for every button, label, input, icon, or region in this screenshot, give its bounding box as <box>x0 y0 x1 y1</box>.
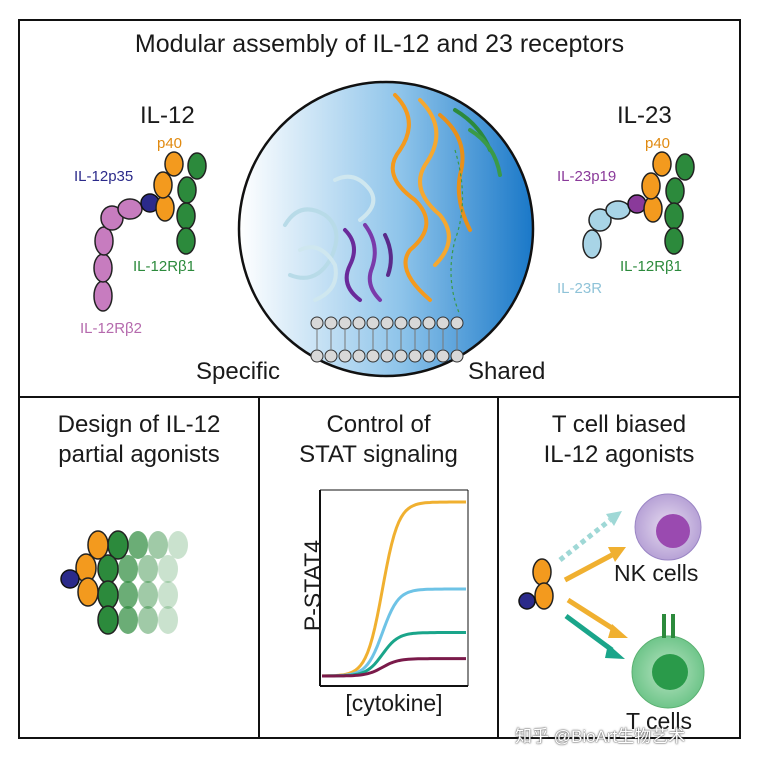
panel2-title: Control of STAT signaling <box>260 410 497 470</box>
il12-p40-label: p40 <box>157 135 183 152</box>
il12-rb1-label: IL-12Rβ1 <box>133 258 195 275</box>
il23r-label: IL-23R <box>557 280 603 297</box>
horizontal-divider <box>18 396 741 398</box>
vertical-divider-1 <box>258 397 260 739</box>
panel2-title-line2: STAT signaling <box>299 441 458 468</box>
partial-agonist-schematic <box>60 530 188 635</box>
t-cells-label: T cells <box>626 708 693 734</box>
t-cell-biased-schematic <box>518 493 705 709</box>
nk-cells-label: NK cells <box>614 560 699 586</box>
panel3-title: T cell biased IL-12 agonists <box>499 410 739 470</box>
panel3-title-line1: T cell biased <box>551 411 687 438</box>
il23-p19-label: IL-23p19 <box>557 168 617 185</box>
chart-series-group <box>321 500 466 678</box>
panel1-title: Design of IL-12 partial agonists <box>20 410 258 470</box>
il12-rb2-label: IL-12Rβ2 <box>80 320 142 337</box>
watermark: 知乎 @BioArt生物艺术 <box>515 727 686 746</box>
stat4-chart <box>319 489 469 687</box>
chart-series-line-3 <box>322 657 466 678</box>
figure-title: Modular assembly of IL-12 and 23 recepto… <box>134 30 625 58</box>
il12-complex-schematic <box>93 151 207 312</box>
panel2-title-line1: Control of <box>326 411 431 438</box>
shared-label: Shared <box>468 358 546 385</box>
structure-circle <box>237 80 535 378</box>
il23-complex-schematic <box>582 151 695 259</box>
panel1-title-line1: Design of IL-12 <box>57 411 221 438</box>
il23-p40-label: p40 <box>645 135 671 152</box>
vertical-divider-2 <box>497 397 499 739</box>
il23-label: IL-23 <box>617 102 672 129</box>
chart-ylabel: P-STAT4 <box>299 539 326 632</box>
il12-p35-label: IL-12p35 <box>74 168 134 185</box>
panel3-title-line2: IL-12 agonists <box>543 441 695 468</box>
panel1-title-line2: partial agonists <box>58 441 220 468</box>
specific-label: Specific <box>196 358 281 385</box>
il12-label: IL-12 <box>140 102 195 129</box>
chart-series-line-2 <box>322 631 466 678</box>
chart-xlabel: [cytokine] <box>345 690 443 716</box>
il23-rb1-label: IL-12Rβ1 <box>620 258 682 275</box>
